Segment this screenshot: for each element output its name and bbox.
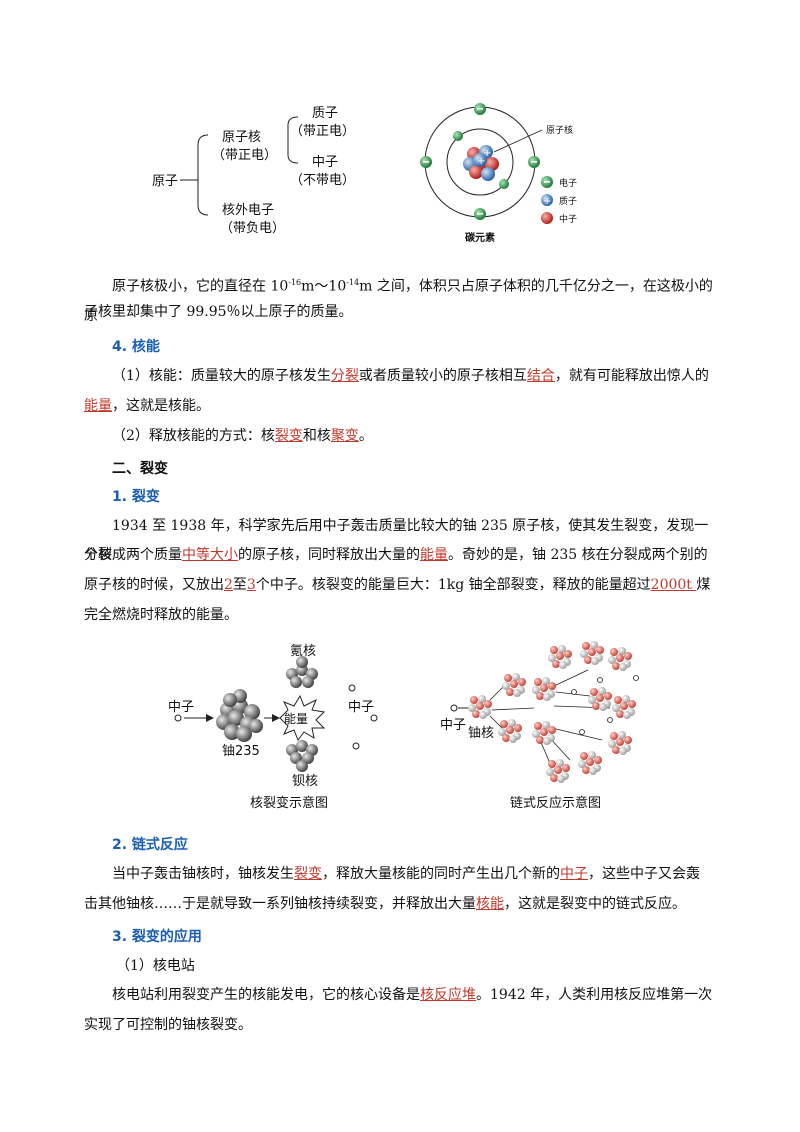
chain-caption: 链式反应示意图 — [510, 796, 602, 811]
svg-text:+: + — [477, 156, 485, 167]
uranium-235-label: 铀235 — [222, 744, 260, 759]
subheading-nuclear-plant: （1）核电站 — [116, 958, 195, 974]
electrons — [420, 103, 540, 220]
neutron-charge-note: （不带电） — [290, 173, 356, 188]
svg-text:+: + — [483, 148, 491, 159]
tree-lines — [180, 116, 299, 216]
paragraph-fission-l1: 1934 至 1938 年，科学家先后用中子轰击质量比较大的铀 235 原子核，… — [84, 518, 709, 563]
legend-symbols: + — [541, 176, 553, 224]
uranium-cluster — [216, 689, 263, 742]
krypton-label: 氪核 — [290, 644, 317, 659]
legend-neutron: 中子 — [559, 215, 578, 225]
carbon-atom-svg: + + + — [420, 103, 553, 224]
heading-fission-applications: 3. 裂变的应用 — [112, 929, 202, 945]
heading-nuclear-energy: 4. 核能 — [112, 339, 160, 355]
legend-proton: 质子 — [559, 197, 578, 207]
heading-chain-reaction: 2. 链式反应 — [112, 837, 188, 853]
nucleus-cluster: + + — [463, 145, 499, 181]
electron-charge-note: （带负电） — [220, 221, 286, 236]
paragraph-nucleus-cont: 子核里却集中了 99.95％以上原子的质量。 — [84, 304, 353, 320]
proton-label: 质子 — [312, 106, 339, 121]
barium-cluster — [286, 740, 318, 772]
proton-charge-note: （带正电） — [290, 124, 356, 139]
fission-diagram-svg — [174, 656, 378, 772]
paragraph-fission-l3: 原子核的时候，又放出2至3个中子。核裂变的能量巨大：1kg 铀全部裂变，释放的能… — [84, 577, 711, 593]
energy-label: 能量 — [284, 712, 309, 726]
paragraph-plant-l2: 实现了可控制的铀核裂变。 — [84, 1017, 252, 1033]
chain-neutron-label: 中子 — [440, 718, 467, 733]
carbon-caption: 碳元素 — [465, 233, 495, 244]
paragraph-fission-l2: 分裂成两个质量中等大小的原子核，同时释放出大量的能量。奇妙的是，铀 235 核在… — [84, 547, 708, 563]
heading-fission-section: 二、裂变 — [112, 461, 168, 477]
svg-text:+: + — [543, 196, 551, 207]
krypton-cluster — [286, 656, 318, 688]
fission-caption: 核裂变示意图 — [250, 796, 329, 811]
chain-reaction-svg — [450, 641, 639, 783]
paragraph-plant-l1: 核电站利用裂变产生的核能发电，它的核心设备是核反应堆。1942 年，人类利用核反… — [112, 987, 713, 1003]
electron-label: 核外电子 — [222, 203, 275, 218]
barium-label: 钡核 — [292, 774, 319, 789]
paragraph-nuclear-energy-def-cont: 能量，这就是核能。 — [84, 398, 210, 414]
energy-burst-icon — [279, 694, 326, 742]
paragraph-fission-l4: 完全燃烧时释放的能量。 — [84, 607, 238, 623]
neutron-label: 中子 — [312, 155, 339, 170]
paragraph-nuclear-energy-def: （1）核能：质量较大的原子核发生分裂或者质量较小的原子核相互结合，就有可能释放出… — [112, 368, 709, 384]
atom-label: 原子 — [152, 174, 179, 189]
paragraph-chain-l1: 当中子轰击铀核时，铀核发生裂变，释放大量核能的同时产生出几个新的中子，这些中子又… — [112, 866, 700, 882]
chain-uranium-label: 铀核 — [468, 726, 495, 741]
nucleus-charge-note: （带正电） — [212, 148, 278, 163]
paragraph-chain-l2: 击其他铀核……于是就导致一系列铀核持续裂变，并释放出大量核能，这就是裂变中的链式… — [84, 896, 686, 912]
fission-neutron-in-label: 中子 — [168, 700, 195, 715]
paragraph-nucleus: 原子核极小，它的直径在 10-16m～10-14m 之间，体积只占原子体积的几千… — [84, 278, 713, 324]
legend-electron: 电子 — [559, 179, 578, 189]
fission-neutron-out-label: 中子 — [348, 700, 375, 715]
nucleus-pointer-label: 原子核 — [546, 126, 574, 136]
nucleus-label: 原子核 — [222, 130, 262, 145]
paragraph-release-methods: （2）释放核能的方式：核裂变和核聚变。 — [112, 428, 373, 444]
heading-fission: 1. 裂变 — [112, 489, 160, 505]
